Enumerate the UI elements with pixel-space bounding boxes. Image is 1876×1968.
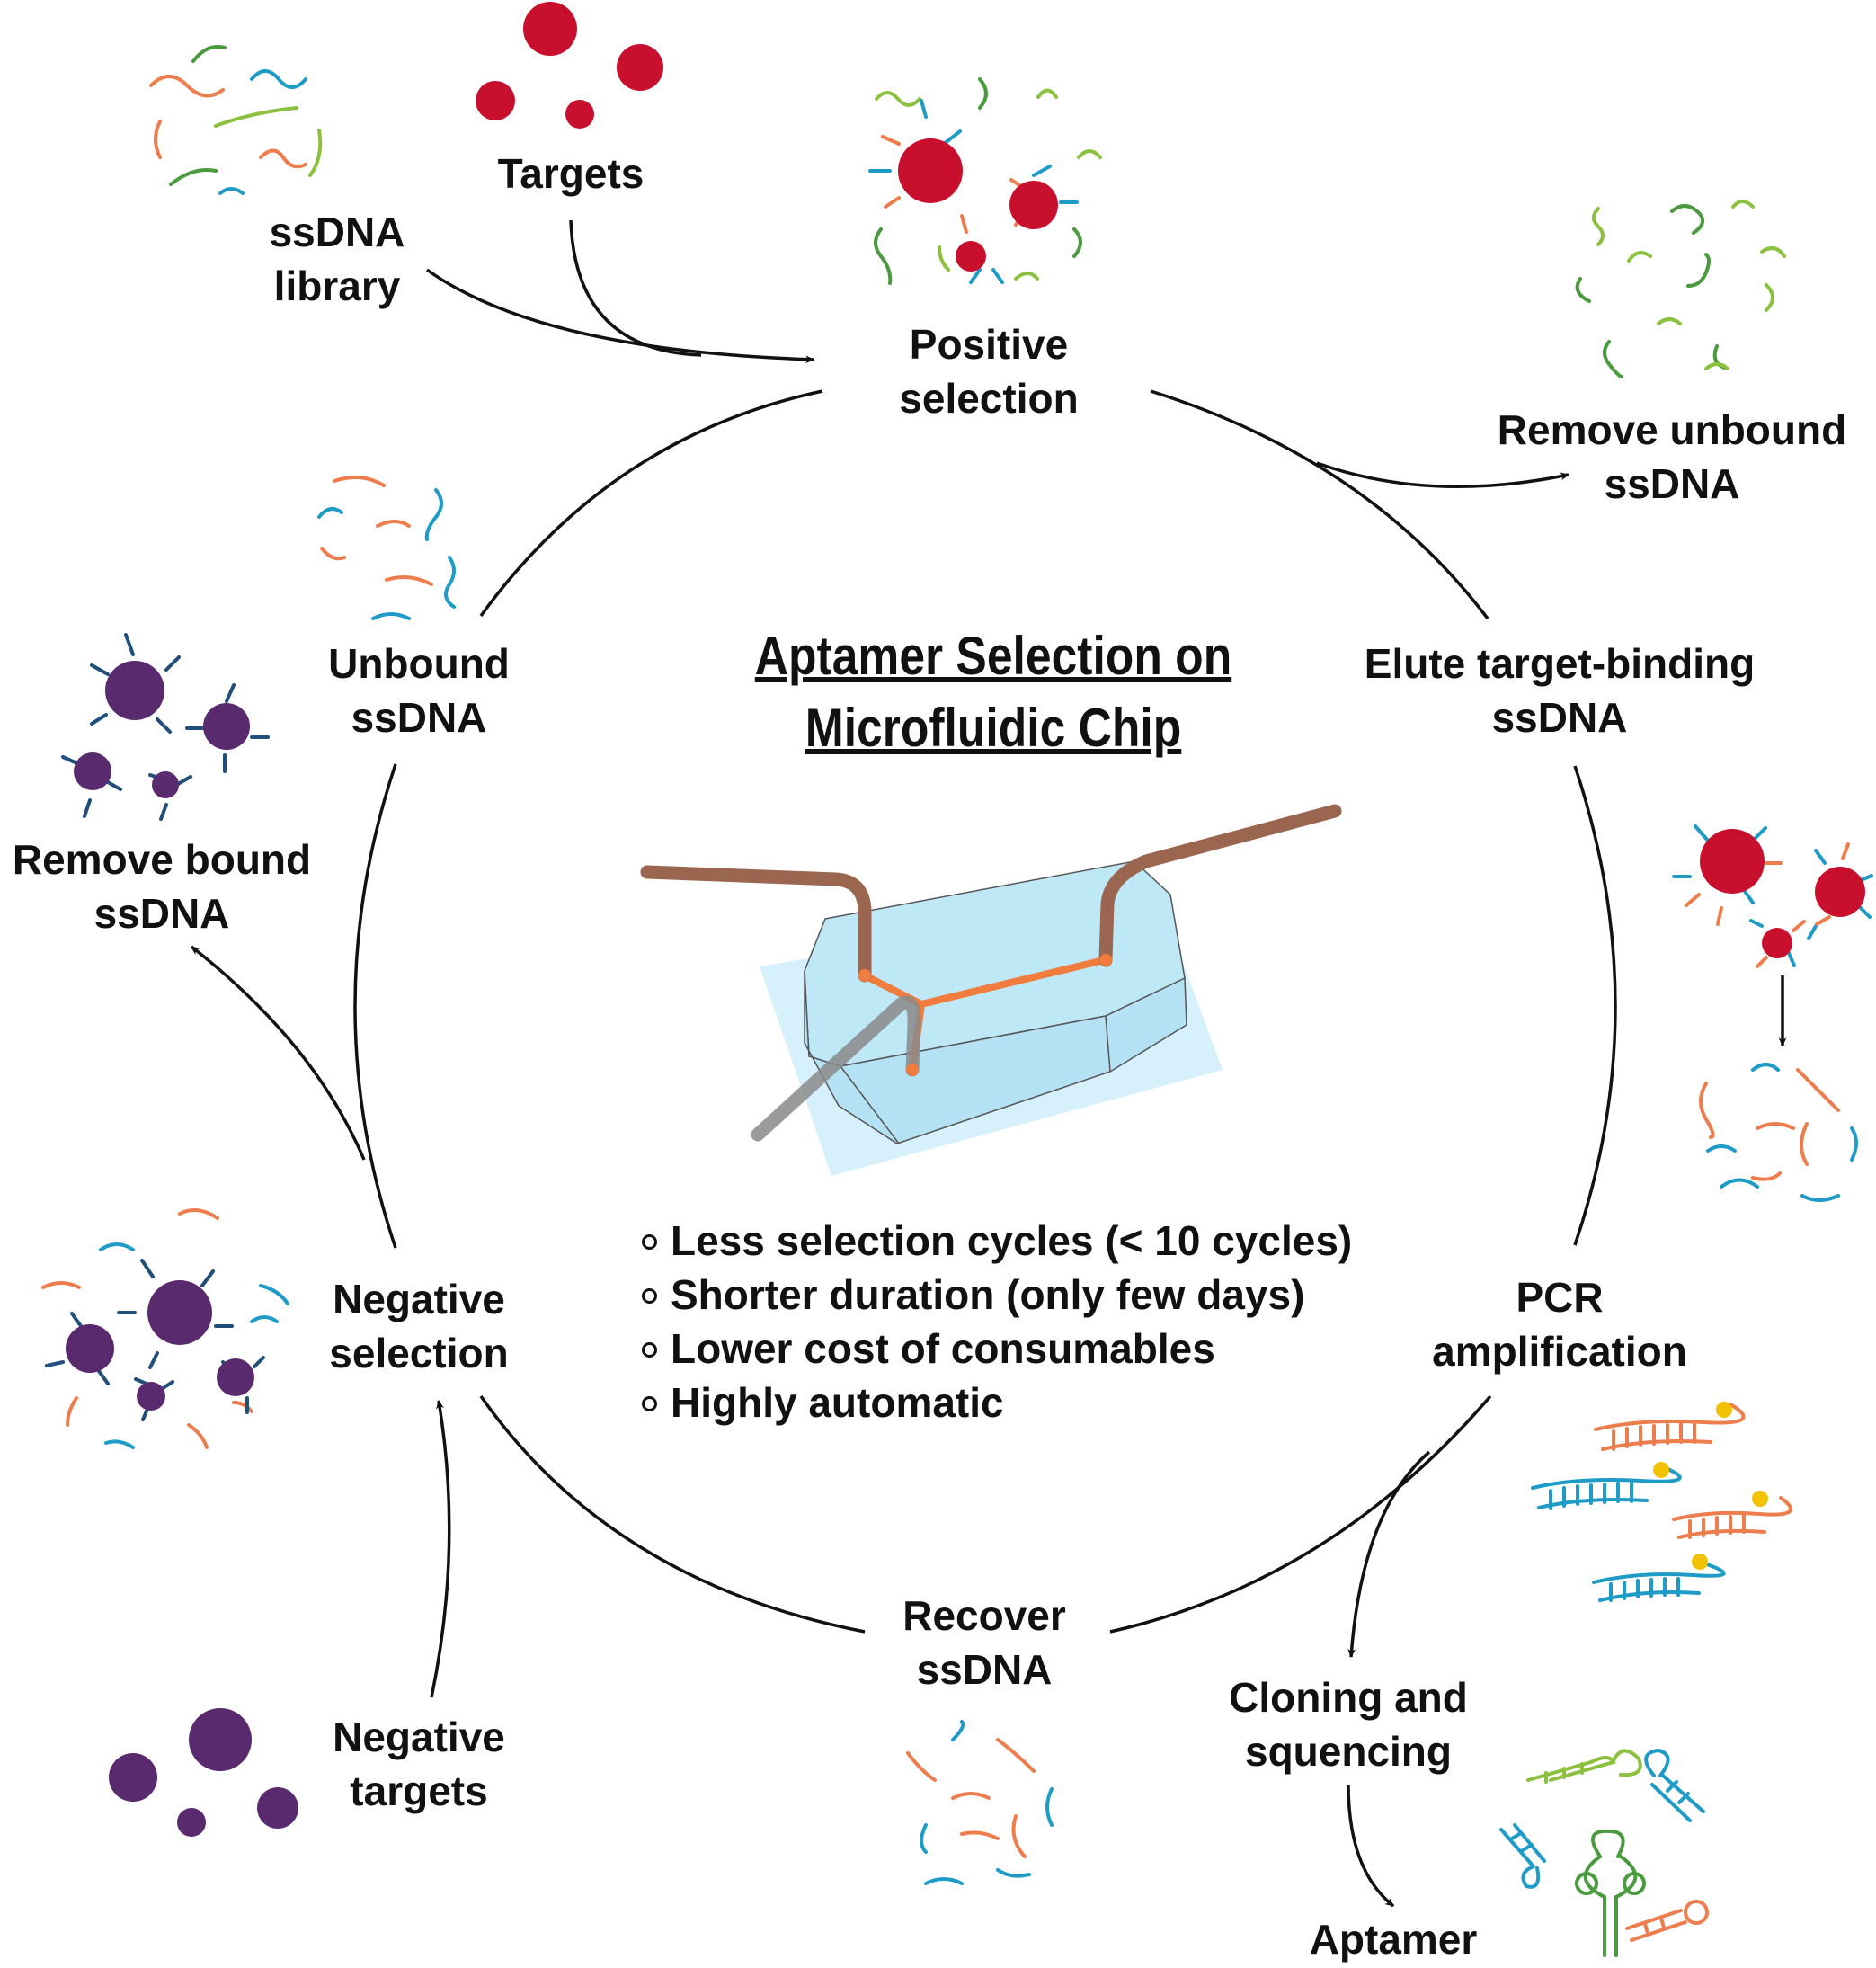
inlet-tube-left: [640, 865, 872, 983]
output-cloning-line-2: squencing: [1244, 1728, 1453, 1775]
cycle-arc-unbound-to-positive: [479, 389, 823, 618]
cloning-arrow: [1347, 1450, 1431, 1659]
output-remove-unbound-line-2: ssDNA: [1604, 460, 1740, 507]
cycle-arc-elute-to-pcr: [1573, 765, 1617, 1246]
step-elute-line-2: ssDNA: [1491, 694, 1628, 741]
step-pcr-line-1: PCR: [1516, 1274, 1604, 1321]
aptamer-arrow: [1347, 1784, 1395, 1908]
step-unbound-line-1: Unbound: [328, 640, 510, 687]
step-pcr-line-2: amplification: [1432, 1328, 1687, 1375]
output-cloning: Cloning and squencing: [1178, 1670, 1519, 1778]
output-remove-bound: Remove bound ssDNA: [0, 833, 324, 940]
output-aptamer-text: Aptamer: [1309, 1916, 1478, 1963]
advantage-item: Shorter duration (only few days): [638, 1268, 1352, 1322]
output-remove-bound-line-2: ssDNA: [93, 890, 230, 937]
step-negative-selection-line-2: selection: [329, 1330, 509, 1376]
step-recover: Recover ssDNA: [805, 1589, 1164, 1696]
step-positive-selection-line-2: selection: [899, 375, 1079, 422]
ssdna-library-icon: [149, 45, 323, 195]
recovered-ssdna-icon: [906, 1720, 1054, 1885]
output-remove-unbound: Remove unbound ssDNA: [1474, 403, 1870, 511]
aptamer-structures-icon: [1499, 1748, 1709, 1957]
unbound-ssdna-icon: [1575, 200, 1786, 378]
negative-targets-arrow: [430, 1399, 451, 1698]
input-ssdna-library-line-1: ssDNA: [269, 209, 405, 255]
step-pcr: PCR amplification: [1380, 1270, 1739, 1378]
cycle-arc-positive-to-elute: [1150, 389, 1489, 620]
selection-cycle: [353, 389, 1617, 1634]
targets-arrow: [569, 219, 702, 357]
output-cloning-line-1: Cloning and: [1229, 1674, 1468, 1721]
step-unbound-line-2: ssDNA: [351, 694, 487, 741]
step-positive-selection-line-1: Positive: [909, 321, 1069, 368]
input-targets: Targets: [445, 147, 697, 200]
cycle-arc-recover-to-negative: [479, 1394, 866, 1634]
negative-target-bead-icon: [109, 1708, 298, 1837]
advantage-item: Highly automatic: [638, 1376, 1352, 1429]
step-recover-line-2: ssDNA: [916, 1646, 1053, 1693]
input-ssdna-library-line-2: library: [273, 263, 401, 309]
remove-unbound-arrow: [1316, 461, 1570, 489]
cycle-arc-negative-to-unbound: [353, 763, 397, 1249]
cycle-arc-pcr-to-recover: [1109, 1394, 1492, 1634]
input-negative-targets-line-2: targets: [350, 1768, 488, 1814]
input-negative-targets: Negative targets: [284, 1710, 554, 1818]
chip-edge-lines: [840, 1015, 1111, 1144]
input-negative-targets-line-1: Negative: [333, 1714, 505, 1760]
step-negative-selection: Negative selection: [239, 1272, 599, 1380]
bound-complex-icon: [61, 633, 270, 821]
outlet-tube: [751, 995, 921, 1142]
output-remove-unbound-line-1: Remove unbound: [1497, 406, 1847, 453]
input-targets-text: Targets: [497, 150, 645, 197]
advantage-item: Less selection cycles (< 10 cycles): [638, 1214, 1352, 1268]
positive-selection-complex-icon: [868, 77, 1102, 285]
step-positive-selection: Positive selection: [809, 317, 1169, 425]
negative-selection-complex-icon: [41, 1208, 289, 1449]
step-recover-line-1: Recover: [902, 1592, 1066, 1639]
output-remove-bound-line-1: Remove bound: [12, 836, 312, 883]
step-elute-line-1: Elute target-binding: [1364, 640, 1756, 687]
diagram-title: Aptamer Selection on Microfluidic Chip: [696, 620, 1291, 764]
step-unbound: Unbound ssDNA: [239, 637, 599, 744]
input-ssdna-library: ssDNA library: [220, 205, 454, 313]
target-bead-icon: [476, 2, 663, 129]
title-line-1: Aptamer Selection on: [754, 626, 1232, 686]
step-elute: Elute target-binding ssDNA: [1330, 637, 1789, 744]
step-negative-selection-line-1: Negative: [333, 1276, 505, 1322]
advantages-list: Less selection cycles (< 10 cycles) Shor…: [638, 1214, 1352, 1429]
output-aptamer: Aptamer: [1258, 1912, 1528, 1966]
remove-bound-arrow: [190, 945, 366, 1161]
title-line-2: Microfluidic Chip: [805, 698, 1182, 758]
microfluidic-chip-icon: [640, 804, 1342, 1176]
advantage-item: Lower cost of consumables: [638, 1322, 1352, 1376]
unbound-ssdna-negative-icon: [317, 476, 456, 620]
pcr-duplex-icon: [1531, 1402, 1793, 1602]
elution-complex-icon: [1672, 824, 1873, 968]
flow-arrows: [190, 219, 1787, 1908]
eluted-ssdna-icon: [1699, 1063, 1858, 1202]
library-arrow: [425, 268, 815, 364]
inlet-tube-right: [1098, 804, 1342, 967]
